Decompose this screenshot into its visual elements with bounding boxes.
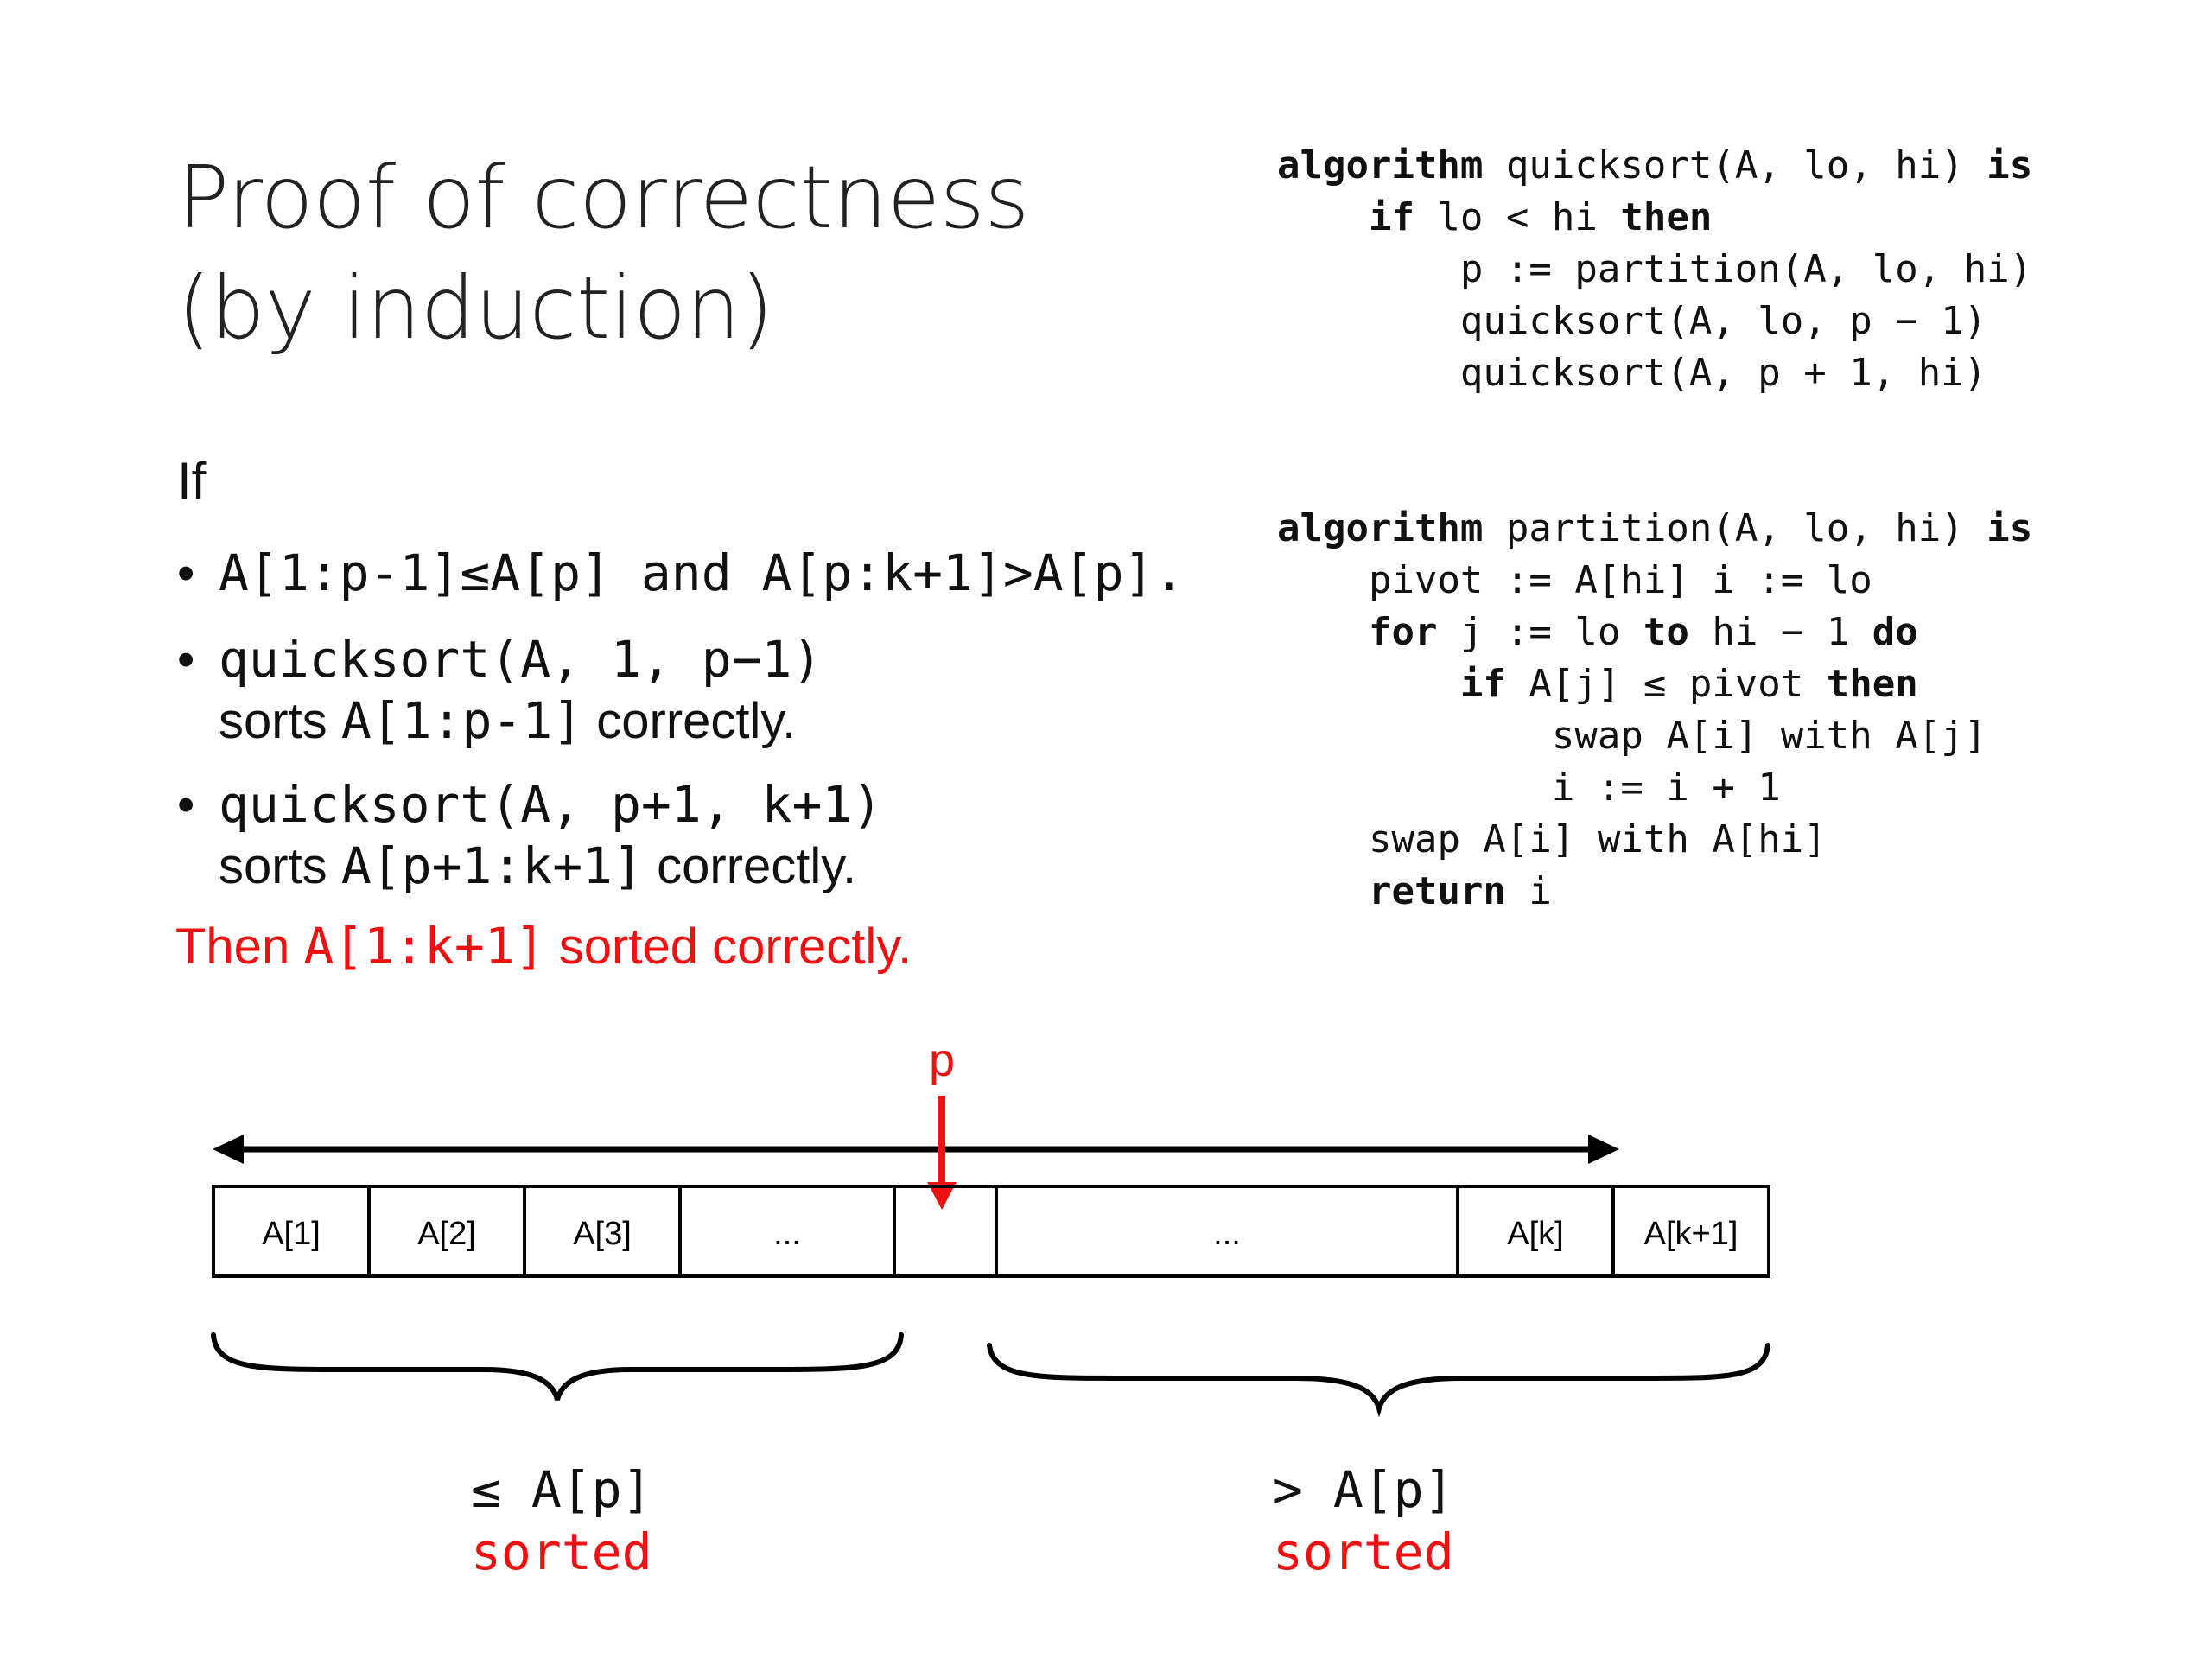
qs-line: algorithm quicksort(A, lo, hi) is xyxy=(1277,140,2032,192)
bullet-2-text-a: sorts xyxy=(219,693,341,749)
code-text: swap A[i] with A[j] xyxy=(1551,714,1987,758)
code-keyword: is xyxy=(1986,143,2033,188)
array-cell-ellipsis-left: ... xyxy=(773,1216,801,1252)
code-text: quicksort(A, lo, hi) xyxy=(1483,143,1987,188)
right-brace xyxy=(987,1343,1770,1418)
left-group-label: ≤ A[p] sorted xyxy=(471,1459,652,1583)
code-text: A[j] ≤ pivot xyxy=(1505,662,1827,706)
title-line-1: Proof of correctness xyxy=(177,147,1030,248)
bullet-1: • A[1:p-1]≤A[p] and A[p:k+1]>A[p]. xyxy=(177,543,1184,604)
code-text: i xyxy=(1505,869,1552,913)
right-group-status: sorted xyxy=(1273,1522,1454,1581)
bullet-3-range: A[p+1:k+1] xyxy=(340,836,644,895)
bullet-3-text-a: sorts xyxy=(219,838,341,894)
left-group-status: sorted xyxy=(471,1522,652,1581)
code-text: j := lo xyxy=(1437,610,1643,654)
code-text: p := partition(A, lo, hi) xyxy=(1459,247,2033,291)
part-line: swap A[i] with A[j] xyxy=(1277,710,2032,762)
bullet-2-text-c: correctly. xyxy=(582,693,797,749)
part-line: swap A[i] with A[hi] xyxy=(1277,814,2032,866)
array-cell-a2: A[2] xyxy=(417,1216,476,1252)
bullet-dot: • xyxy=(177,632,195,688)
bullet-1-text: A[1:p-1]≤A[p] and A[p:k+1]>A[p]. xyxy=(219,543,1185,602)
code-text: hi − 1 xyxy=(1688,610,1872,654)
bullet-dot: • xyxy=(177,545,195,601)
right-group-label: > A[p] sorted xyxy=(1273,1459,1454,1583)
part-line: i := i + 1 xyxy=(1277,762,2032,814)
code-keyword: for xyxy=(1368,610,1438,654)
conclusion-text-c: sorted correctly. xyxy=(544,918,912,975)
code-text: lo < hi xyxy=(1414,195,1621,239)
left-group-relation: ≤ A[p] xyxy=(471,1460,652,1519)
conclusion: Then A[1:k+1] sorted correctly. xyxy=(175,916,912,977)
code-keyword: do xyxy=(1872,610,1918,654)
code-keyword: to xyxy=(1643,610,1689,654)
part-line: pivot := A[hi] i := lo xyxy=(1277,555,2032,607)
bullet-2-range: A[1:p-1] xyxy=(340,691,583,750)
part-line: if A[j] ≤ pivot then xyxy=(1277,658,2032,710)
code-text: quicksort(A, p + 1, hi) xyxy=(1459,351,1987,395)
array-box xyxy=(212,1185,1770,1278)
array-cell-ak: A[k] xyxy=(1507,1216,1563,1252)
code-keyword: return xyxy=(1368,869,1506,913)
code-text: pivot := A[hi] i := lo xyxy=(1368,558,1872,602)
bullet-3-text-c: correctly. xyxy=(643,838,857,894)
qs-line: quicksort(A, p + 1, hi) xyxy=(1277,347,2032,399)
bullet-3-code: quicksort(A, p+1, k+1) xyxy=(219,775,883,834)
slide-title: Proof of correctness (by induction) xyxy=(177,143,1030,364)
pivot-arrow xyxy=(927,1096,957,1210)
code-text: i := i + 1 xyxy=(1551,766,1781,810)
code-keyword: then xyxy=(1620,195,1713,239)
right-group-relation: > A[p] xyxy=(1273,1460,1454,1519)
qs-line: p := partition(A, lo, hi) xyxy=(1277,244,2032,296)
code-keyword: then xyxy=(1826,662,1918,706)
array-cell-a1: A[1] xyxy=(262,1216,321,1252)
arrow-right-head xyxy=(1588,1135,1619,1164)
quicksort-code-block: algorithm quicksort(A, lo, hi) is if lo … xyxy=(1277,140,2032,399)
left-brace xyxy=(211,1332,904,1401)
conclusion-text-a: Then xyxy=(175,918,304,975)
bullet-3: • quicksort(A, p+1, k+1) sorts A[p+1:k+1]… xyxy=(177,774,882,897)
code-text: swap A[i] with A[hi] xyxy=(1368,817,1827,861)
qs-line: quicksort(A, lo, p − 1) xyxy=(1277,296,2032,347)
array-cell-ellipsis-right: ... xyxy=(1213,1216,1241,1252)
part-line: return i xyxy=(1277,866,2032,918)
array-cell-ak1: A[k+1] xyxy=(1644,1216,1738,1252)
bullet-2-code: quicksort(A, 1, p−1) xyxy=(219,630,823,689)
if-label: If xyxy=(177,452,207,510)
title-line-2: (by induction) xyxy=(177,257,774,359)
code-keyword: if xyxy=(1368,195,1414,239)
array-cell-a3: A[3] xyxy=(573,1216,632,1252)
partition-code-block: algorithm partition(A, lo, hi) is pivot … xyxy=(1277,503,2032,918)
qs-line: if lo < hi then xyxy=(1277,192,2032,244)
code-text: quicksort(A, lo, p − 1) xyxy=(1459,299,1987,343)
range-arrow xyxy=(213,1135,1619,1164)
arrow-left-head xyxy=(213,1135,244,1164)
bullet-2: • quicksort(A, 1, p−1) sorts A[1:p-1] cor… xyxy=(177,629,822,752)
part-line: algorithm partition(A, lo, hi) is xyxy=(1277,503,2032,555)
code-keyword: algorithm xyxy=(1277,143,1484,188)
code-keyword: algorithm xyxy=(1277,506,1484,550)
conclusion-range: A[1:k+1] xyxy=(303,917,545,976)
code-keyword: is xyxy=(1986,506,2033,550)
part-line: for j := lo to hi − 1 do xyxy=(1277,607,2032,658)
pivot-label: p xyxy=(929,1034,955,1086)
code-keyword: if xyxy=(1459,662,1506,706)
bullet-dot: • xyxy=(177,777,195,833)
code-text: partition(A, lo, hi) xyxy=(1483,506,1987,550)
